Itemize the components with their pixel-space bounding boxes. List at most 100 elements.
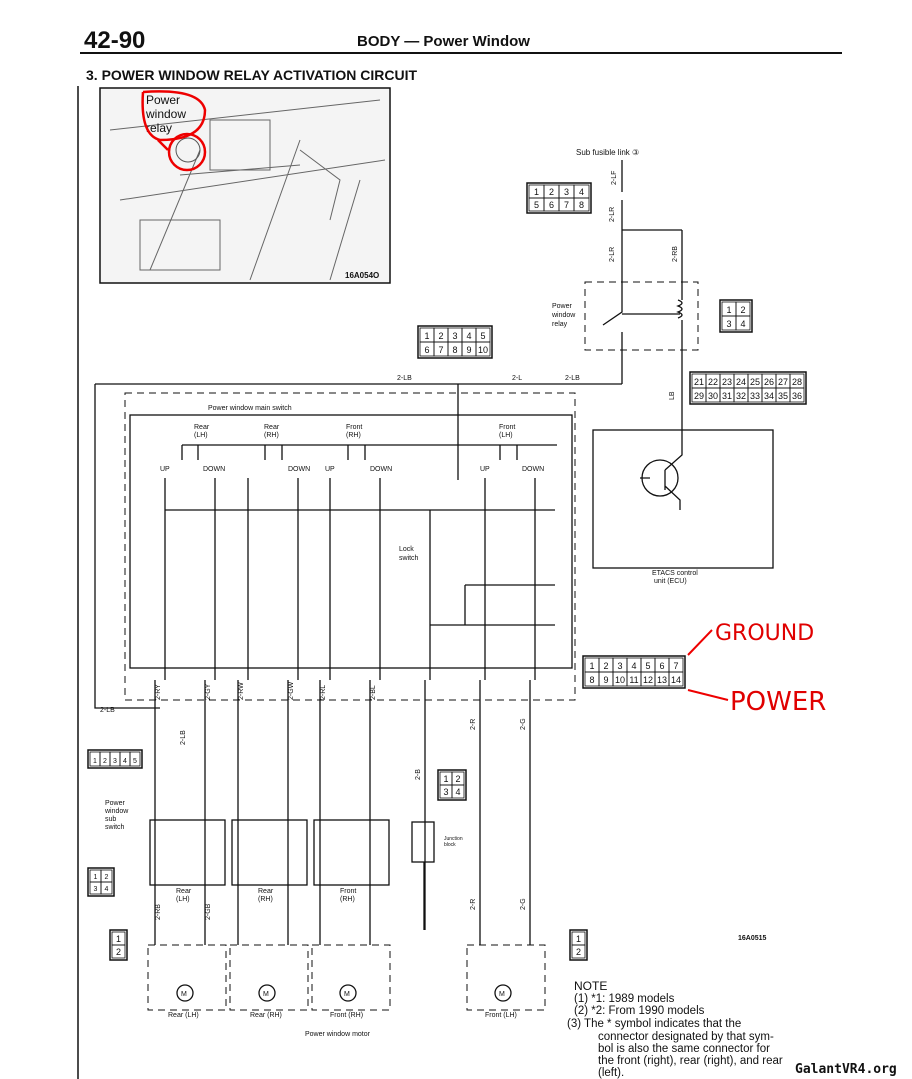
sub-rear-lh: Rear [176,888,192,895]
junction-block-1: Junction [444,836,463,842]
connector-pin: 2 [576,947,581,957]
wire-label-lr2: 2-LR [609,247,616,262]
wire-rl: 2-RL [320,685,327,700]
main-switch-title: Power window main switch [208,405,292,412]
photo-annotation-2: window [145,107,186,121]
wire-b: 2-B [415,769,422,780]
connector-pin: 3 [726,319,731,329]
connector-pin: 23 [722,377,732,387]
connector-pin: 7 [673,661,678,671]
ground-annotation: GROUND [715,621,814,646]
main-switch: Power window main switch Rear (LH) Rear … [124,392,576,701]
connector-pin: 4 [105,886,109,893]
connector-pin: 1 [534,187,539,197]
connector-c8 [526,182,592,214]
connector-pin: 30 [708,391,718,401]
ecu-label-2: unit (ECU) [654,578,687,585]
connector-pin: 11 [629,675,638,685]
connector-pin: 31 [722,391,732,401]
sub-rear-rh: Rear [258,888,274,895]
wire-ry: 2-RY [155,684,162,700]
connector-pin: 8 [579,200,584,210]
connector-pin: 24 [736,377,746,387]
wire-gw: 2-GW [288,681,295,700]
connector-pin: 1 [576,934,581,944]
wire-lb-sub: 2-LB [180,730,187,745]
group-front-lh-side: (LH) [499,432,513,439]
wire-label-lb: LB [669,391,676,400]
connector-pin: 3 [443,787,448,797]
sub-switch-label-1: Power [105,800,126,807]
connector-cell [451,784,465,799]
connector-cell [475,341,491,357]
power-window-motors: M M M M Rear (LH) Rear (RH) Front (RH) F… [147,944,546,1038]
wire-label-2lb-left: 2-LB [100,707,115,714]
etacs-ecu: ETACS control unit (ECU) [592,429,774,585]
junction-block-2: block [444,842,456,848]
group-rear-rh-side: (RH) [264,432,279,439]
connector-pin: 5 [133,758,137,765]
connector-pin: 4 [631,661,636,671]
motor-symbol-2: M [263,991,269,998]
sub-rear-rh-side: (RH) [258,896,273,903]
wire-r2: 2-R [470,899,477,910]
connector-pin: 9 [466,345,471,355]
connector-pin: 2 [740,305,745,315]
note-line-5: bol is also the same connector for [598,1043,770,1055]
connector-c5 [87,749,143,769]
connector-pin: 10 [615,675,625,685]
note-line-6: the front (right), rear (right), and rea… [598,1055,783,1067]
connector-pin: 32 [736,391,746,401]
sub-rear-lh-side: (LH) [176,896,190,903]
photo-annotation-1: Power [146,93,180,107]
wire-label-2lb-top: 2-LB [397,375,412,382]
connector-pin: 10 [478,345,488,355]
wire-rw: 2-RW [238,682,245,700]
connector-pin: 1 [589,661,594,671]
page-title: BODY — Power Window [357,33,530,50]
connector-pin: 2 [105,874,109,881]
relay-label-2: window [551,312,576,319]
page-number: 42-90 [84,27,145,54]
connector-c14 [582,655,686,689]
connector-pin: 1 [443,774,448,784]
connector-pin: 5 [645,661,650,671]
wire-bl: 2-BL [370,685,377,700]
connector-pin: 34 [764,391,774,401]
connector-pin: 1 [93,758,97,765]
connector-pin: 14 [671,675,681,685]
connector-cell [668,671,684,687]
connector-cell [789,387,805,403]
connector-pin: 6 [424,345,429,355]
connector-pin: 4 [123,758,127,765]
connector-pin: 4 [455,787,460,797]
down-2: DOWN [288,466,310,473]
connector-pin: 3 [564,187,569,197]
connector-pin: 3 [617,661,622,671]
group-front-rh-side: (RH) [346,432,361,439]
sub-front-rh: Front [340,888,356,895]
note-line-4: connector designated by that sym- [598,1031,774,1043]
motor-label-front-rh: Front (RH) [330,1012,363,1019]
wire-r: 2-R [470,719,477,730]
power-annotation: POWER [730,687,826,717]
group-rear-lh: Rear [194,424,210,431]
motor-caption: Power window motor [305,1031,371,1038]
up-4: UP [480,466,490,473]
diagram-code: 16A0515 [738,935,767,942]
connector-pin: 12 [643,675,653,685]
connector-pin: 7 [438,345,443,355]
group-front-rh: Front [346,424,362,431]
wire-label-lr: 2-LR [609,207,616,222]
connector-pin: 33 [750,391,760,401]
note-line-7: (left). [598,1067,624,1079]
wire-rb-sub: 2-RB [155,904,162,920]
connector-pin: 29 [694,391,704,401]
note-title: NOTE [574,979,607,993]
connector-pin: 5 [480,331,485,341]
connector-pin: 4 [466,331,471,341]
motor-symbol-4: M [499,991,505,998]
connector-pin: 2 [438,331,443,341]
connector-pin: 2 [549,187,554,197]
group-rear-lh-side: (LH) [194,432,208,439]
